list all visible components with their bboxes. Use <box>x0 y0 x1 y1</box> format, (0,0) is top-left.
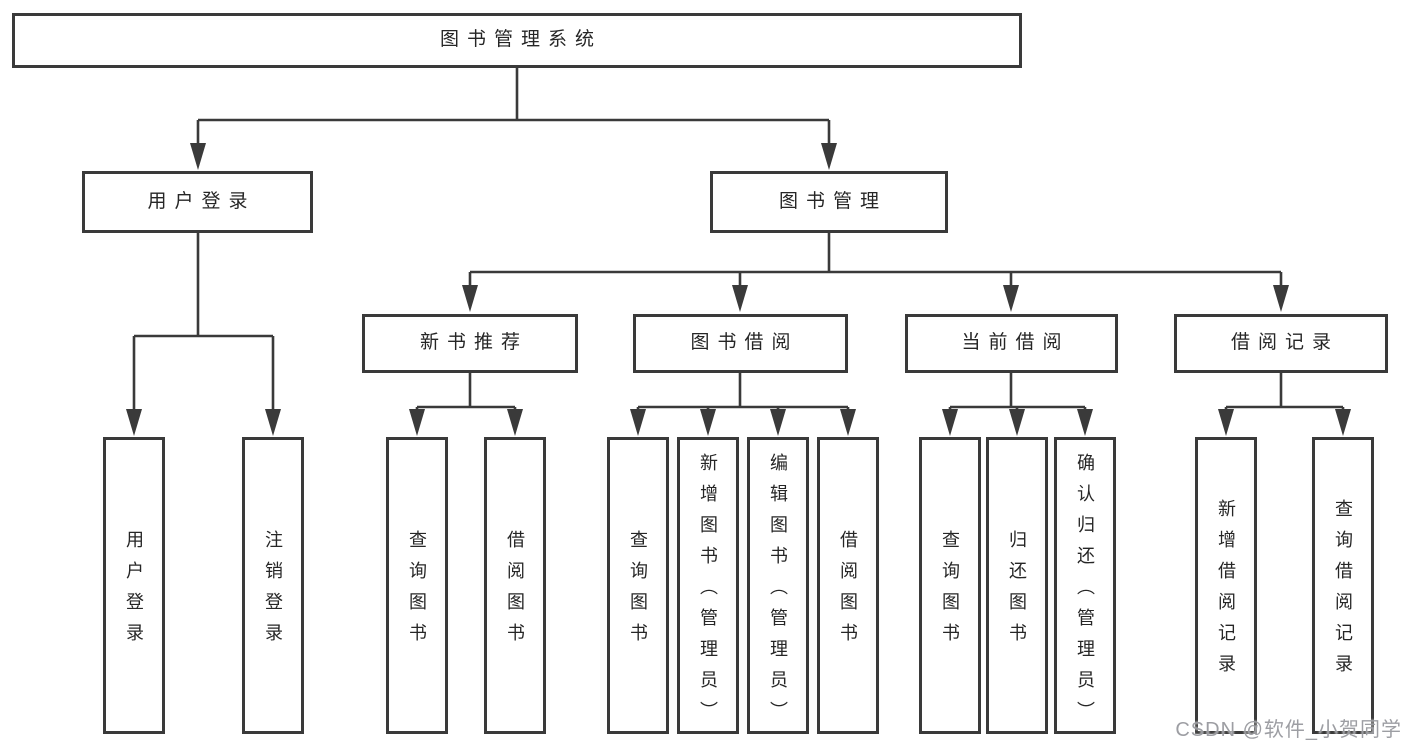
leaf-edit-book-admin: 编辑图书（管理员） <box>747 437 809 734</box>
node-label: 图书管理系统 <box>439 29 602 51</box>
leaf-add-book-admin: 新增图书（管理员） <box>677 437 739 734</box>
node-label: 查询图书 <box>407 530 427 654</box>
node-label: 归还图书 <box>1007 530 1027 654</box>
leaf-add-borrow-record: 新增借阅记录 <box>1195 437 1257 734</box>
node-label: 用户登录 <box>147 190 256 212</box>
leaf-user-login: 用户登录 <box>103 437 165 734</box>
node-label: 查询图书 <box>628 530 648 654</box>
leaf-query-books-current: 查询图书 <box>919 437 981 734</box>
leaf-query-books-borrow: 查询图书 <box>607 437 669 734</box>
node-label: 确认归还（管理员） <box>1075 453 1095 732</box>
node-label: 新书推荐 <box>419 332 528 354</box>
node-library-management-system: 图书管理系统 <box>12 13 1022 68</box>
node-label: 查询借阅记录 <box>1333 499 1353 685</box>
leaf-borrow-books-recommend: 借阅图书 <box>484 437 546 734</box>
node-label: 用户登录 <box>124 530 144 654</box>
node-borrowing-records: 借阅记录 <box>1174 314 1388 373</box>
node-label: 借阅图书 <box>505 530 525 654</box>
node-label: 图书借阅 <box>690 332 799 354</box>
node-book-borrowing: 图书借阅 <box>633 314 848 373</box>
node-label: 当前借阅 <box>961 332 1070 354</box>
arrowheads <box>126 143 1351 436</box>
leaf-return-book: 归还图书 <box>986 437 1048 734</box>
node-label: 查询图书 <box>940 530 960 654</box>
leaf-logout: 注销登录 <box>242 437 304 734</box>
leaf-borrow-books: 借阅图书 <box>817 437 879 734</box>
leaf-query-books-recommend: 查询图书 <box>386 437 448 734</box>
node-user-login: 用户登录 <box>82 171 313 233</box>
node-label: 注销登录 <box>263 530 283 654</box>
node-current-borrowing: 当前借阅 <box>905 314 1118 373</box>
node-label: 图书管理 <box>778 190 887 212</box>
node-label: 新增图书（管理员） <box>698 453 718 732</box>
node-label: 编辑图书（管理员） <box>768 453 788 732</box>
node-new-book-recommendation: 新书推荐 <box>362 314 578 373</box>
csdn-watermark: CSDN @软件_小贺同学 <box>1175 719 1402 741</box>
node-label: 新增借阅记录 <box>1216 499 1236 685</box>
leaf-query-borrow-record: 查询借阅记录 <box>1312 437 1374 734</box>
leaf-confirm-return-admin: 确认归还（管理员） <box>1054 437 1116 734</box>
node-book-management: 图书管理 <box>710 171 948 233</box>
node-label: 借阅记录 <box>1230 332 1339 354</box>
node-label: 借阅图书 <box>838 530 858 654</box>
